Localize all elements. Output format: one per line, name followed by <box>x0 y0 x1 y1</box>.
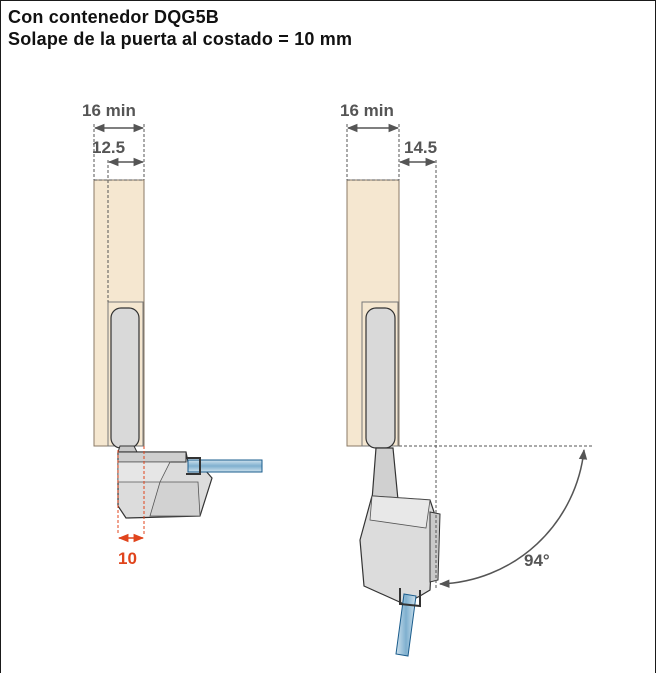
title-line-1: Con contenedor DQG5B <box>8 7 220 27</box>
left-view: 16 min 12.5 10 <box>82 101 263 568</box>
left-dim-16min: 16 min <box>82 101 136 120</box>
title-line-2: Solape de la puerta al costado = 10 mm <box>8 29 353 49</box>
left-hinge-arm <box>110 307 140 449</box>
left-dim-10: 10 <box>118 549 137 568</box>
right-view: 16 min 14.5 94° <box>340 101 592 657</box>
right-hinge-arm <box>365 307 396 449</box>
left-dim-12-5: 12.5 <box>92 138 125 157</box>
right-dim-16min: 16 min <box>340 101 394 120</box>
title-block: Con contenedor DQG5B Solape de la puerta… <box>8 6 352 50</box>
angle-label: 94° <box>524 551 550 570</box>
right-dim-14-5: 14.5 <box>404 138 437 157</box>
right-glass-door <box>395 593 417 657</box>
angle-arc <box>438 448 588 588</box>
left-glass-door <box>187 459 263 473</box>
